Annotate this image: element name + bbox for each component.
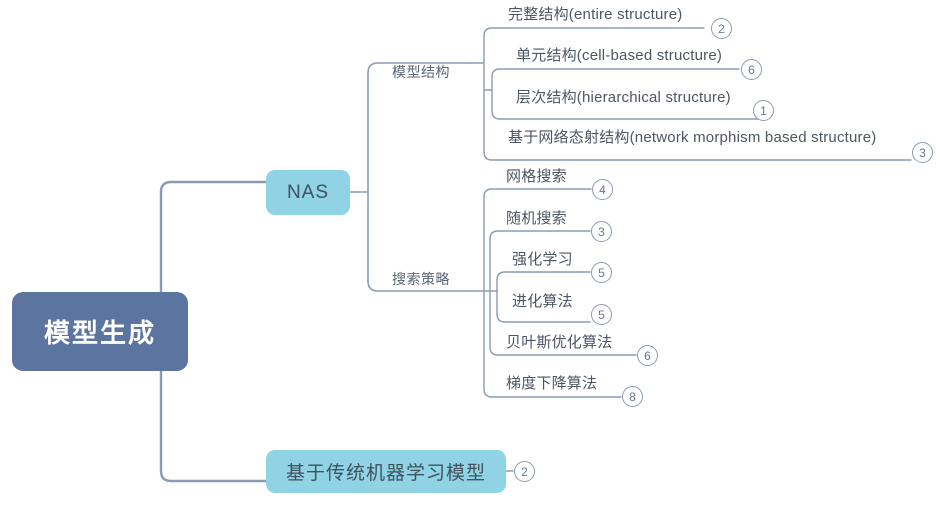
branch-label-search-strategy: 搜索策略 [392, 271, 450, 287]
leaf-random-search: 随机搜索 [506, 210, 567, 227]
badge-reinforcement-learning: 5 [591, 262, 612, 283]
node-nas-label: NAS [286, 181, 330, 203]
node-traditional-ml-model-label: 基于传统机器学习模型 [285, 463, 486, 484]
leaf-grid-search: 网格搜索 [506, 168, 567, 185]
leaf-gradient-descent: 梯度下降算法 [506, 375, 598, 392]
leaf-bayesian-optimization: 贝叶斯优化算法 [506, 334, 613, 351]
leaf-reinforcement-learning: 强化学习 [512, 251, 573, 268]
branch-label-model-structure: 模型结构 [392, 64, 450, 80]
badge-hierarchical-structure: 1 [753, 100, 774, 121]
badge-gradient-descent: 8 [622, 386, 643, 407]
badge-bayesian-optimization: 6 [637, 345, 658, 366]
root-node-model-generation[interactable]: 模型生成 [12, 292, 188, 371]
badge-network-morphism-structure: 3 [912, 142, 933, 163]
leaf-entire-structure: 完整结构(entire structure) [508, 6, 683, 23]
root-node-label: 模型生成 [43, 318, 156, 348]
node-traditional-ml-model[interactable]: 基于传统机器学习模型 [266, 450, 506, 493]
badge-traditional-ml-model: 2 [514, 461, 535, 482]
leaf-cell-based-structure: 单元结构(cell-based structure) [516, 47, 723, 64]
badge-random-search: 3 [591, 221, 612, 242]
leaf-network-morphism-structure: 基于网络态射结构(network morphism based structur… [508, 129, 877, 146]
node-nas[interactable]: NAS [266, 170, 350, 215]
badge-evolutionary-algorithm: 5 [591, 304, 612, 325]
badge-entire-structure: 2 [711, 18, 732, 39]
badge-cell-based-structure: 6 [741, 59, 762, 80]
leaf-hierarchical-structure: 层次结构(hierarchical structure) [516, 89, 731, 106]
leaf-evolutionary-algorithm: 进化算法 [512, 293, 573, 310]
badge-grid-search: 4 [592, 179, 613, 200]
